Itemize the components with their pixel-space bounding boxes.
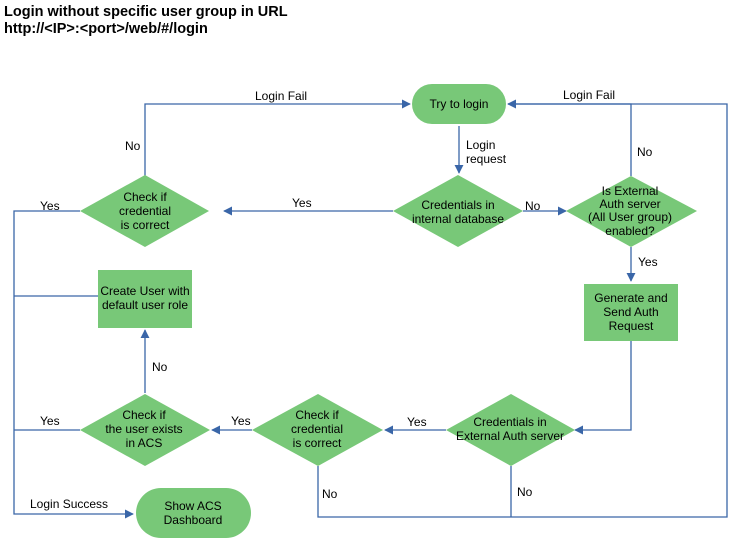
svg-text:in ACS: in ACS [126, 436, 163, 450]
node-check-credential-bottom: Check if credential is correct [252, 394, 383, 466]
edge-generate-to-external [574, 341, 632, 435]
edge-no-check-bottom [317, 103, 728, 518]
svg-text:Create User with: Create User with [100, 284, 189, 298]
svg-text:Credentials in: Credentials in [473, 415, 546, 429]
svg-text:default user role: default user role [102, 298, 188, 312]
node-check-credential-top: Check if credential is correct [80, 175, 209, 247]
edge-login-fail-right [507, 99, 632, 176]
login-url: http://<IP>:<port>/web/#/login [4, 21, 208, 37]
label-yes-check-bottom: Yes [231, 414, 251, 428]
node-try-login: Try to login [412, 84, 506, 124]
svg-text:Credentials in: Credentials in [421, 198, 494, 212]
label-no-cred-external: No [517, 485, 533, 499]
svg-text:is correct: is correct [121, 218, 170, 232]
label-yes-top-left: Yes [40, 199, 60, 213]
label-yes-external-enabled: Yes [638, 255, 658, 269]
edge-login-success [13, 210, 134, 519]
try-login-label: Try to login [430, 97, 489, 111]
node-credentials-external: Credentials in External Auth server [446, 394, 575, 466]
svg-text:Check if: Check if [295, 408, 339, 422]
label-no-check-bottom: No [322, 487, 338, 501]
label-login-request-1: Login [466, 138, 495, 152]
label-no-internal: No [525, 199, 541, 213]
diagram-title: Login without specific user group in URL [4, 4, 288, 20]
node-generate-send: Generate and Send Auth Request [584, 284, 678, 341]
label-no-create-user: No [152, 360, 168, 374]
svg-text:the user exists: the user exists [105, 422, 182, 436]
label-no-top-left: No [125, 139, 141, 153]
svg-text:Generate and: Generate and [594, 291, 667, 305]
svg-text:Dashboard: Dashboard [164, 513, 223, 527]
svg-text:Is External: Is External [602, 184, 659, 198]
label-login-success: Login Success [30, 497, 108, 511]
svg-text:internal database: internal database [412, 212, 504, 226]
svg-text:credential: credential [119, 204, 171, 218]
node-show-dashboard: Show ACS Dashboard [136, 488, 251, 538]
svg-text:Check if: Check if [123, 190, 167, 204]
edge-labels: Login Fail Login Fail Login request No N… [30, 88, 658, 511]
svg-text:Send Auth: Send Auth [603, 305, 658, 319]
svg-text:External Auth server: External Auth server [456, 429, 564, 443]
label-no-is-external: No [637, 145, 653, 159]
svg-text:Request: Request [609, 319, 654, 333]
node-external-auth-enabled: Is External Auth server (All User group)… [566, 176, 697, 247]
svg-text:credential: credential [291, 422, 343, 436]
node-check-user-exists: Check if the user exists in ACS [80, 394, 210, 466]
connectors [13, 99, 728, 519]
label-login-fail-right: Login Fail [563, 88, 615, 102]
node-create-user: Create User with default user role [98, 270, 192, 328]
svg-text:Show ACS: Show ACS [164, 499, 221, 513]
svg-text:(All User group): (All User group) [588, 210, 672, 224]
svg-text:Auth server: Auth server [599, 197, 660, 211]
label-yes-cred-external: Yes [407, 415, 427, 429]
label-login-request-2: request [466, 152, 507, 166]
label-yes-user-exists: Yes [40, 414, 60, 428]
node-credentials-internal: Credentials in internal database [393, 175, 523, 247]
label-login-fail-left: Login Fail [255, 89, 307, 103]
svg-text:enabled?: enabled? [605, 224, 655, 238]
svg-text:is correct: is correct [293, 436, 342, 450]
edge-login-fail-left [144, 99, 411, 193]
label-yes-internal: Yes [292, 196, 312, 210]
svg-text:Check if: Check if [122, 408, 166, 422]
